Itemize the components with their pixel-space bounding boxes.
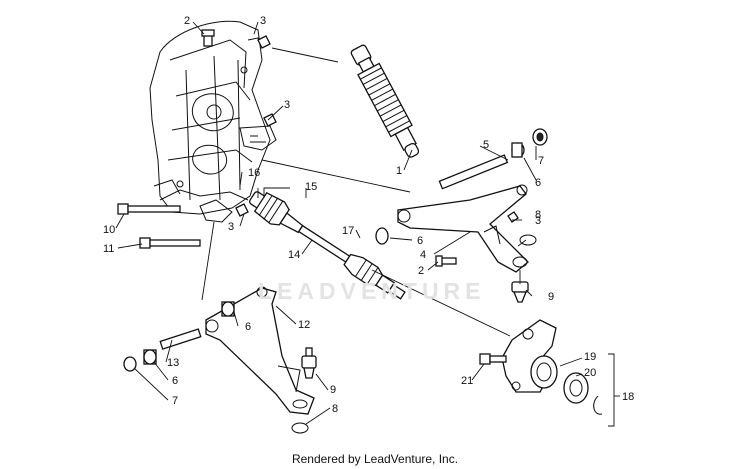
callout-6c: 6 — [245, 321, 251, 333]
cap-upper — [532, 128, 548, 146]
upper-a-arm — [397, 184, 529, 273]
lower-pivot-tube — [159, 328, 202, 350]
nut-top — [257, 35, 271, 49]
bolt-knuckle — [479, 353, 507, 365]
callout-1: 1 — [396, 165, 402, 177]
footer-credit: Rendered by LeadVenture, Inc. — [291, 452, 459, 466]
callout-7b: 7 — [172, 395, 178, 407]
nut-upper — [507, 211, 519, 223]
bearing — [563, 372, 589, 404]
callout-11: 11 — [103, 243, 114, 255]
ball-joint-upper — [511, 281, 529, 303]
callout-4: 4 — [420, 249, 426, 261]
bushing-lower — [143, 301, 235, 365]
assembly-lines — [201, 47, 521, 337]
callout-8b: 8 — [332, 403, 338, 415]
drive-axle — [249, 191, 406, 300]
callout-12: 12 — [298, 319, 310, 331]
snap-ring — [593, 395, 603, 415]
nut-frame — [263, 113, 277, 127]
nut-lower-frame — [235, 203, 249, 217]
callout-2b: 2 — [418, 265, 424, 277]
callout-20: 20 — [584, 367, 596, 379]
lower-a-arm — [205, 286, 315, 415]
callout-labels: 2 3 3 1 5 7 6 16 15 10 11 3 14 17 3 8 6 … — [103, 15, 634, 415]
callout-3c: 3 — [228, 221, 234, 233]
upper-pivot-tube — [438, 154, 509, 190]
callout-9a: 9 — [548, 291, 554, 303]
bolt-long-10 — [117, 203, 181, 215]
callout-6b: 6 — [417, 235, 423, 247]
bolt-upper-arm — [435, 255, 457, 267]
callout-16: 16 — [248, 167, 260, 179]
callout-6d: 6 — [172, 375, 178, 387]
callout-7a: 7 — [538, 155, 544, 167]
bolt-top — [201, 29, 215, 47]
callout-2a: 2 — [184, 15, 190, 27]
callout-15: 15 — [305, 181, 317, 193]
callout-leaders — [115, 21, 620, 427]
o-ring-upper — [519, 234, 537, 246]
steering-knuckle — [501, 319, 558, 393]
callout-6a: 6 — [535, 177, 541, 189]
cap-lower — [123, 356, 137, 372]
callout-17: 17 — [342, 225, 354, 237]
callout-18: 18 — [622, 391, 634, 403]
callout-14: 14 — [288, 249, 300, 261]
callout-13: 13 — [167, 357, 179, 369]
callout-3d: 3 — [535, 215, 541, 227]
callout-5: 5 — [483, 139, 489, 151]
frame-assembly — [149, 20, 277, 223]
callout-8a: 8 — [535, 209, 541, 221]
callout-10: 10 — [103, 224, 115, 236]
callout-19: 19 — [584, 351, 596, 363]
callout-9b: 9 — [330, 384, 336, 396]
callout-3b: 3 — [284, 99, 290, 111]
shock-absorber — [350, 44, 420, 158]
callout-21: 21 — [461, 375, 473, 387]
o-ring-lower — [291, 422, 309, 434]
watermark: LEADVENTURE — [258, 278, 486, 304]
callout-3a: 3 — [260, 15, 266, 27]
bolt-long-11 — [139, 237, 201, 249]
ball-joint-lower — [301, 347, 317, 379]
bushing-upper — [375, 142, 525, 245]
